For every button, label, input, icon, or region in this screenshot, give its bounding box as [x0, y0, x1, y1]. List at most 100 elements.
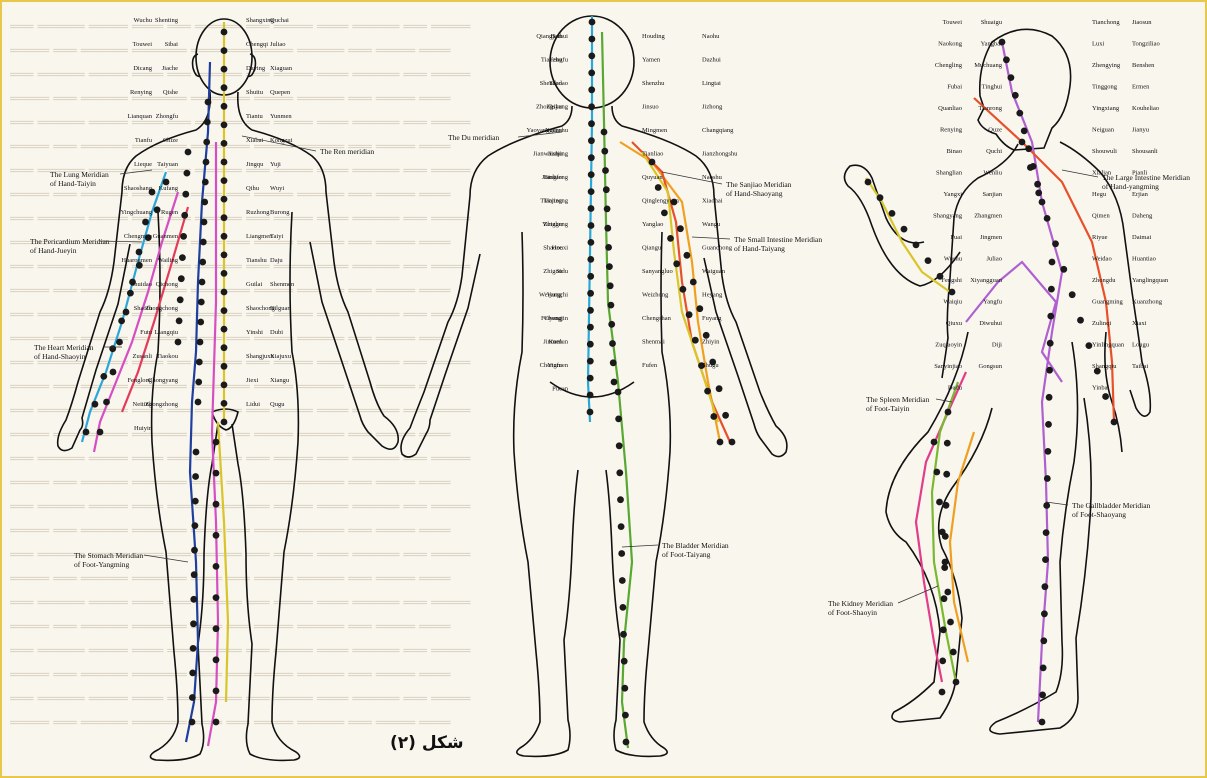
acupoint-label: Shugu [702, 362, 719, 369]
acupoint-dot [221, 159, 228, 166]
acupoint-label: Yingchuang [121, 209, 153, 216]
acupoint-label: Yaoyangguan [527, 127, 563, 134]
acupoint-label: Naoshu [702, 174, 723, 181]
acupoint-dot [931, 439, 938, 446]
acupoint-dot [610, 359, 617, 366]
acupoint-label: Riyue [1092, 234, 1108, 241]
acupoint-label: Wushu [944, 256, 963, 263]
acupoint-dot [608, 321, 615, 328]
acupoint-label: Kongzui [270, 137, 293, 144]
acupoint-dot [587, 273, 594, 280]
acupoint-dot [587, 256, 594, 263]
acupoint-label: Heyang [702, 292, 723, 299]
acupoint-dot [623, 739, 630, 746]
acupoint-dot [221, 326, 228, 333]
acupoint-label: Zhongzhong [145, 401, 179, 408]
acupoint-label: Shousanli [1132, 148, 1158, 155]
acupoint-label: Lieque [134, 161, 152, 168]
acupoint-dot [1060, 266, 1067, 273]
acupoint-dot [649, 159, 656, 166]
acupoint-dot [684, 252, 691, 259]
acupoint-dot [587, 358, 594, 365]
acupoint-label: Tianfu [135, 137, 153, 144]
acupoint-dot [587, 324, 594, 331]
acupoint-label: Sanyinjiao [934, 363, 962, 370]
acupoint-dot [221, 307, 228, 314]
acupoint-dot [221, 270, 228, 277]
acupoint-dot [118, 318, 125, 325]
acupoint-label: Yunmen [270, 113, 292, 120]
acupoint-dot [123, 309, 130, 316]
acupoint-dot [877, 194, 884, 201]
acupoint-label: Fubai [947, 84, 962, 91]
acupoint-label: Ruzhong [246, 209, 270, 216]
acupoint-dot [1045, 421, 1052, 428]
acupoint-label: Liangqiu [155, 329, 179, 336]
acupoint-dot [221, 382, 228, 389]
acupoint-dot [1049, 259, 1056, 266]
acupoint-label: Xuanzhong [1132, 299, 1163, 306]
acupoint-dot [213, 563, 220, 570]
acupoint-label: Erjian [1132, 191, 1149, 198]
acupoint-dot [1052, 240, 1059, 247]
ren-meridian-line [642, 152, 718, 422]
acupoint-dot [127, 290, 134, 297]
acupoint-label: Waiqiu [943, 299, 962, 306]
acupoint-label: Shaoze [543, 245, 562, 252]
acupoint-label: Huaroumen [121, 257, 152, 264]
acupoint-dot [221, 233, 228, 240]
acupoint-dot [116, 339, 123, 346]
acupoint-label: Chongyang [148, 377, 179, 384]
acupoint-dot [692, 337, 699, 344]
acupoint-dot [1042, 583, 1049, 590]
acupoint-label: Yanglingquan [1132, 277, 1169, 284]
acupoint-label: Tinghui [982, 84, 1003, 91]
large-intestine-meridian-label: The Large Intestine Meridianof Hand-yang… [1102, 173, 1190, 191]
acupoint-label: Chengshan [642, 315, 672, 322]
acupoint-label: Taibai [1132, 363, 1148, 370]
acupoint-dot [941, 595, 948, 602]
acupoint-dot [587, 392, 594, 399]
acupoint-label: Waiguan [702, 268, 726, 275]
acupoint-dot [710, 413, 717, 420]
acupoint-label: Jianzhongshu [702, 151, 738, 158]
acupoint-label: Jianliao [542, 174, 562, 181]
acupoint-dot [182, 191, 189, 198]
acupoint-dot [213, 501, 220, 508]
acupoint-dot [1027, 164, 1034, 171]
acupoint-dot [609, 340, 616, 347]
acupoint-dot [618, 523, 625, 530]
acupoint-dot [1046, 367, 1053, 374]
acupoint-dot [197, 339, 204, 346]
acupoint-label: Kufang [159, 185, 179, 192]
acupoint-label: Quanliao [938, 105, 962, 112]
acupoint-dot [213, 719, 220, 726]
acupoint-label: Guangming [1092, 299, 1123, 306]
acupoint-dot [1102, 393, 1109, 400]
leader-line [622, 545, 658, 547]
acupoint-dot [191, 571, 198, 578]
acupoint-label: Tianrong [978, 105, 1002, 112]
acupoint-label: Xiajuxu [270, 353, 292, 360]
acupoint-label: Shangqiu [1092, 363, 1117, 370]
acupoint-dot [1040, 665, 1047, 672]
acupoint-label: Yingxiang [1092, 105, 1120, 112]
acupoint-dot [1048, 286, 1055, 293]
acupoint-dot [901, 226, 908, 233]
acupoint-label: Quchi [986, 148, 1002, 155]
acupoint-dot [925, 257, 932, 264]
acupoint-dot [1041, 610, 1048, 617]
acupoint-label: Yanggu [542, 221, 563, 228]
acupoint-label: Jinsuo [642, 104, 659, 111]
acupoint-label: Sanyangluo [642, 268, 673, 275]
acupoint-dot [686, 311, 693, 318]
acupoint-dot [913, 242, 920, 249]
acupoint-label: Jinmen [543, 339, 563, 346]
acupoint-dot [192, 498, 199, 505]
ren-meridian-line [218, 422, 228, 702]
acupoint-label: Dadu [948, 385, 963, 392]
acupoint-label: Zhengying [1092, 62, 1121, 69]
acupoint-label: Tongziliao [1132, 41, 1160, 48]
acupoint-dot [201, 199, 208, 206]
acupoint-label: Shenzhu [642, 80, 665, 87]
